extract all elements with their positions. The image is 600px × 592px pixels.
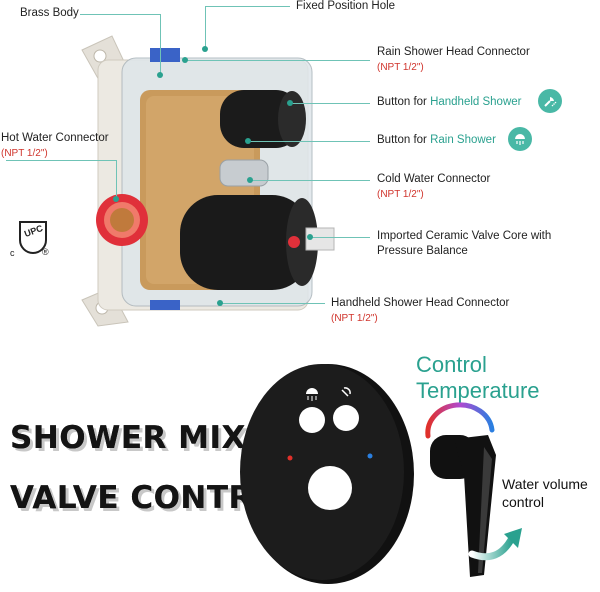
label-handheld-connector: Handheld Shower Head Connector bbox=[331, 297, 510, 309]
temperature-arc-icon bbox=[425, 402, 495, 439]
handle-lever bbox=[430, 435, 496, 577]
water-volume-line2: control bbox=[502, 494, 545, 510]
trim-plate bbox=[240, 364, 414, 584]
rain-shower-icon bbox=[508, 127, 532, 151]
upc-certification-icon: UPC c ® bbox=[10, 220, 50, 260]
spec-handheld-connector: (NPT 1/2") bbox=[331, 313, 378, 324]
label-rain-shower-connector: Rain Shower Head Connector bbox=[377, 46, 530, 58]
spec-cold-water-connector: (NPT 1/2") bbox=[377, 189, 424, 200]
spec-rain-shower-connector: (NPT 1/2") bbox=[377, 62, 424, 73]
valve-body-illustration bbox=[81, 35, 335, 327]
handle-hole bbox=[308, 466, 352, 510]
label-cold-water-connector: Cold Water Connector bbox=[377, 173, 491, 185]
rain-button-hole bbox=[299, 407, 325, 433]
spec-hot-water-connector: (NPT 1/2") bbox=[1, 148, 48, 159]
label-button-handheld-prefix: Button for bbox=[377, 96, 431, 108]
handheld-shower-icon bbox=[538, 89, 562, 113]
cold-indicator bbox=[367, 453, 373, 459]
upc-r-text: ® bbox=[42, 247, 49, 257]
handheld-button-hole bbox=[333, 405, 359, 431]
label-hot-water-connector: Hot Water Connector bbox=[1, 132, 109, 144]
rotation-arrow-icon bbox=[468, 528, 522, 561]
hot-indicator bbox=[287, 455, 293, 461]
label-valve-core-line1: Imported Ceramic Valve Core with bbox=[377, 230, 552, 242]
label-fixed-position-hole: Fixed Position Hole bbox=[296, 0, 396, 12]
label-button-rain-highlight: Rain Shower bbox=[430, 134, 496, 146]
label-button-handheld: Button for Handheld Shower bbox=[377, 96, 521, 108]
control-temperature-line2: Temperature bbox=[416, 378, 540, 403]
label-button-rain-prefix: Button for bbox=[377, 134, 431, 146]
upc-c-text: c bbox=[10, 248, 15, 258]
valve-cartridge bbox=[180, 195, 310, 290]
label-button-handheld-highlight: Handheld Shower bbox=[430, 96, 522, 108]
label-brass-body: Brass Body bbox=[20, 7, 79, 19]
handheld-button-knob bbox=[220, 90, 300, 148]
label-valve-core-line2: Pressure Balance bbox=[377, 245, 468, 257]
label-button-rain: Button for Rain Shower bbox=[377, 134, 496, 146]
control-temperature-line1: Control bbox=[416, 352, 487, 377]
cold-water-connector bbox=[219, 159, 269, 187]
water-volume-line1: Water volume bbox=[502, 476, 588, 492]
